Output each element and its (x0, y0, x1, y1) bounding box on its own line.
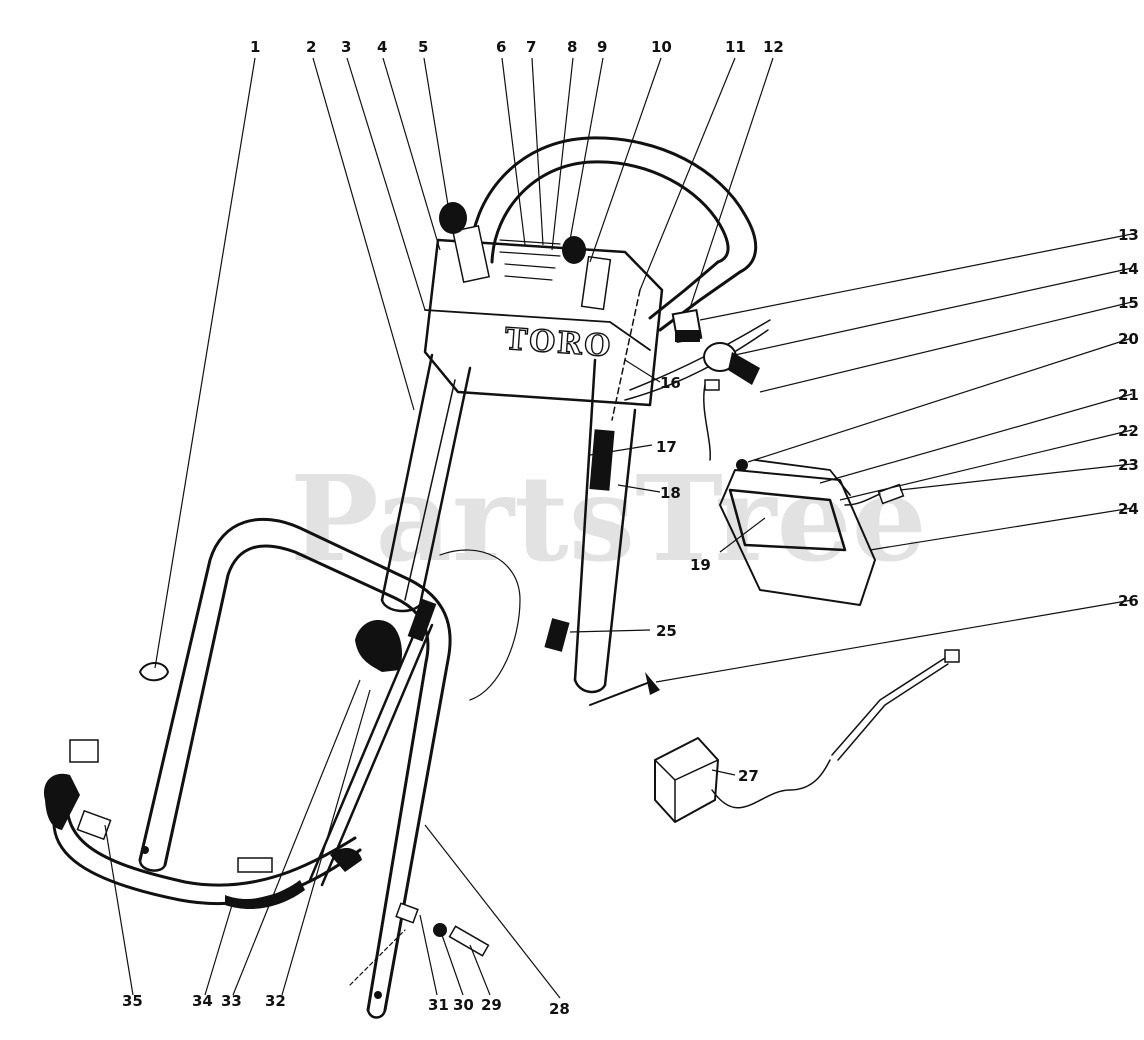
cable-clip (139, 662, 169, 682)
callout-12: 12 (763, 38, 784, 56)
leader-lines (104, 57, 1133, 999)
callout-2: 2 (306, 38, 316, 56)
callout-1: 1 (250, 38, 260, 56)
callout-32: 32 (265, 992, 286, 1010)
battery-pack (719, 459, 905, 606)
callout-21: 21 (1118, 386, 1139, 404)
callout-9: 9 (597, 38, 607, 56)
toro-logo: TORO (504, 322, 614, 364)
callout-23: 23 (1118, 456, 1139, 474)
callout-14: 14 (1118, 260, 1139, 278)
throttle-knob (439, 202, 586, 264)
lower-handle (138, 517, 452, 1019)
callout-7: 7 (526, 38, 536, 56)
callout-28: 28 (549, 1000, 570, 1018)
callout-13: 13 (1118, 226, 1139, 244)
callout-25: 25 (656, 622, 677, 640)
callout-17: 17 (656, 438, 677, 456)
callout-22: 22 (1118, 422, 1139, 440)
callout-27: 27 (738, 767, 759, 785)
callout-15: 15 (1118, 294, 1139, 312)
callout-3: 3 (341, 38, 351, 56)
lower-hardware (349, 902, 490, 986)
callout-31: 31 (428, 996, 449, 1014)
callout-8: 8 (567, 38, 577, 56)
callout-11: 11 (725, 38, 746, 56)
callout-numbers: 1 2 3 4 5 6 7 8 9 10 11 12 13 14 15 20 2… (122, 38, 1139, 1018)
callout-33: 33 (221, 992, 242, 1010)
callout-24: 24 (1118, 500, 1139, 518)
right-handle-tube (544, 289, 771, 694)
callout-16: 16 (660, 374, 681, 392)
wire-harness (44, 739, 362, 910)
callout-4: 4 (377, 38, 387, 56)
left-handle-tube (380, 353, 472, 613)
key-switch-parts (671, 308, 760, 461)
control-panel: TORO (423, 224, 664, 407)
callout-34: 34 (192, 992, 213, 1010)
callout-30: 30 (453, 996, 474, 1014)
callout-10: 10 (651, 38, 672, 56)
callout-5: 5 (418, 38, 428, 56)
upper-handle (468, 136, 758, 332)
charger (589, 649, 960, 823)
callout-18: 18 (660, 484, 681, 502)
callout-6: 6 (496, 38, 506, 56)
center-cable (308, 549, 521, 887)
callout-35: 35 (122, 992, 143, 1010)
lock-knob (355, 620, 403, 672)
callout-20: 20 (1118, 330, 1139, 348)
callout-29: 29 (481, 996, 502, 1014)
callout-26: 26 (1118, 592, 1139, 610)
callout-19: 19 (690, 556, 711, 574)
